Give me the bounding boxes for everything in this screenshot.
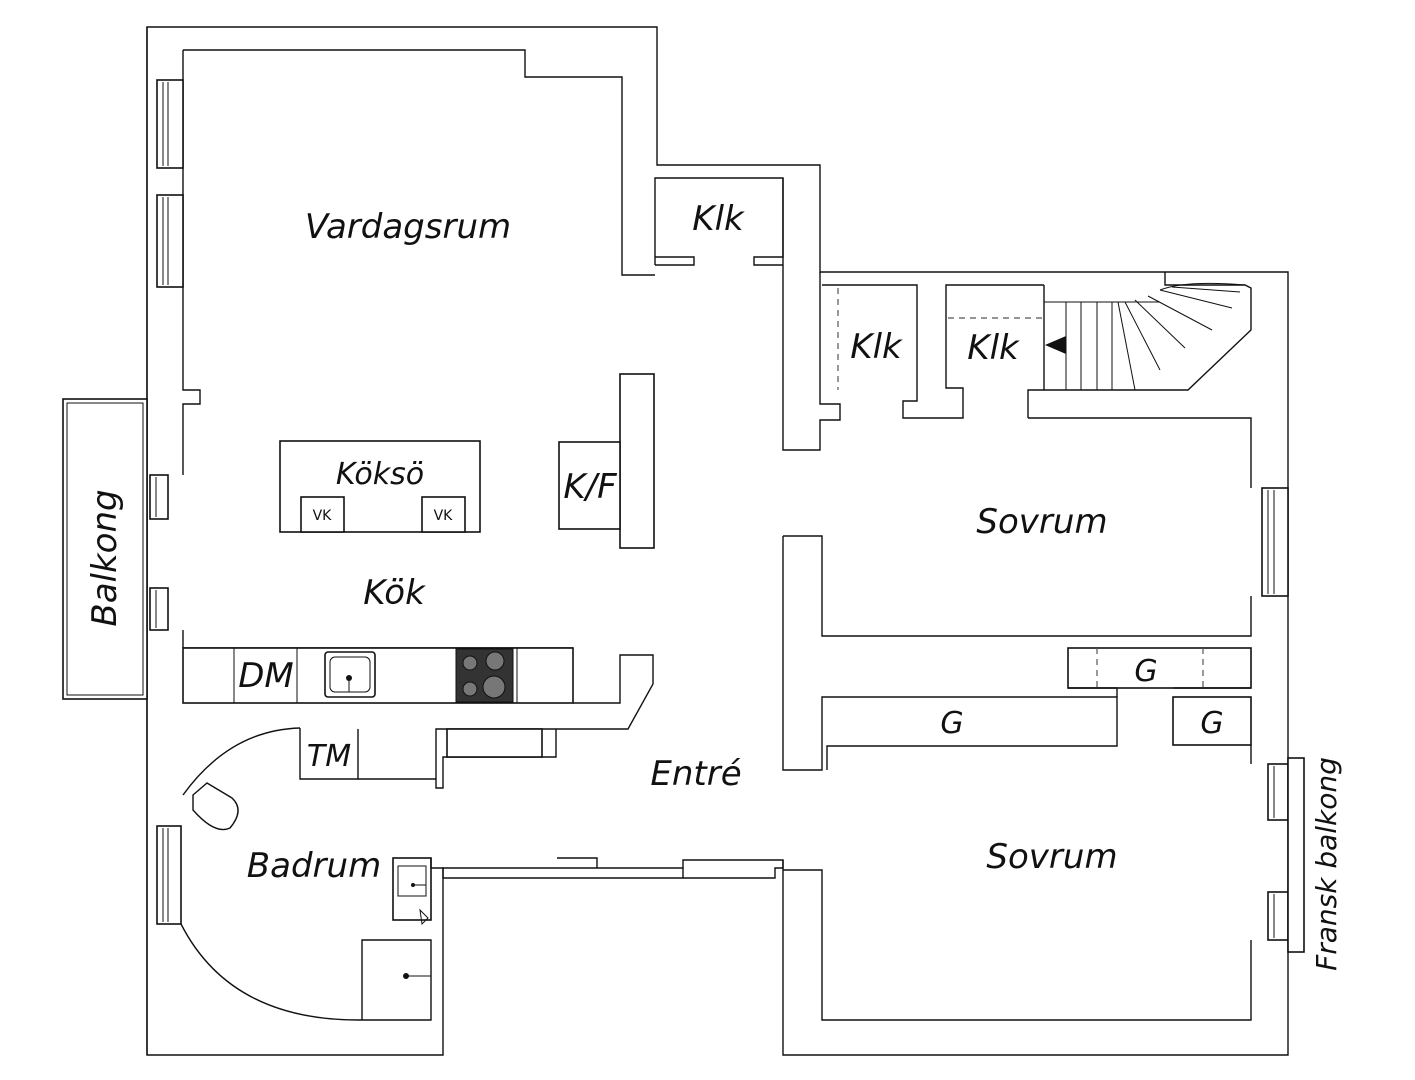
label-vk-left: VK [313,508,333,524]
windows-west [149,79,184,925]
stove-icon [455,648,514,703]
label-entre: Entré [650,754,741,794]
label-wardrobe-top: G [1134,654,1157,689]
label-sovrum-upper: Sovrum [976,502,1107,542]
label-klk-top: Klk [692,199,745,239]
label-dishwasher: DM [238,656,294,696]
label-kok: Kök [363,573,426,613]
stair-treads [1065,282,1246,391]
label-wardrobe-right: G [1200,706,1223,741]
closet-top [654,177,841,451]
label-klk-middle: Klk [850,327,903,367]
outer-walls [146,26,1289,1056]
windows-east [1261,487,1305,953]
bedroom-walls [782,535,1252,1021]
stair-arrow-icon [1045,336,1066,354]
label-sovrum-lower: Sovrum [986,837,1117,877]
room-labels: Vardagsrum Klk Klk Klk Köksö VK VK K/F K… [85,199,1343,971]
label-badrum: Badrum [247,846,381,886]
fridge-freezer-unit [558,373,655,549]
label-fransk-balkong: Fransk balkong [1310,757,1343,971]
label-wardrobe-left: G [940,706,963,741]
label-balkong: Balkong [85,489,125,626]
label-kitchen-island: Köksö [336,457,424,492]
label-klk-stairs: Klk [967,328,1020,368]
closets-and-stairs [822,272,1252,488]
label-washing-machine: TM [307,739,351,774]
bathroom [180,727,784,1021]
label-vardagsrum: Vardagsrum [305,207,511,247]
kitchen-island [279,440,481,533]
balcony-west [62,398,148,700]
kitchen-counter [182,647,654,789]
label-fridge-freezer: K/F [563,467,617,507]
label-vk-right: VK [434,508,454,524]
